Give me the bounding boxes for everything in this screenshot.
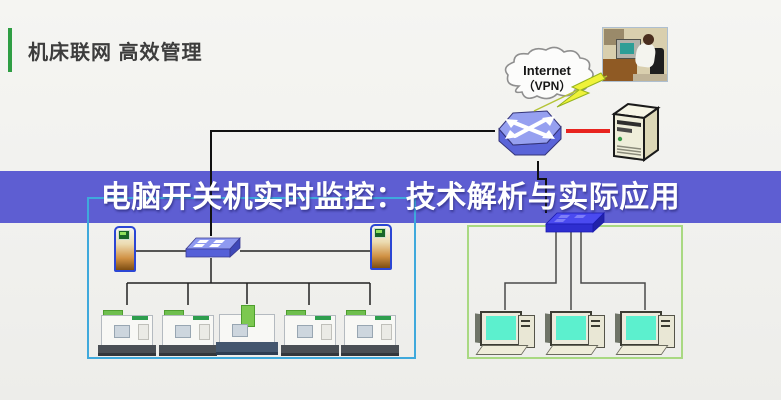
switch-front (185, 248, 231, 258)
cloud-label-line1: Internet (523, 63, 571, 78)
pc-screen (626, 316, 656, 340)
cloud-label-line2: （VPN） (523, 78, 572, 93)
cnc-machine-icon (159, 306, 217, 356)
internet-vpn-cloud-icon: Internet （VPN） (504, 46, 594, 100)
workstation-pc-icon (475, 309, 535, 355)
kiosk-terminal-icon (114, 226, 136, 272)
pc-monitor (480, 311, 522, 346)
banner-title: 电脑开关机实时监控：技术解析与实际应用 (100, 181, 681, 214)
switch-front (545, 223, 594, 233)
cnc-machine-icon (341, 306, 399, 356)
pc-tower (518, 315, 535, 348)
kiosk-screen (374, 228, 386, 238)
link-office-pc3 (580, 231, 646, 310)
pc-screen (486, 316, 516, 340)
kiosk-terminal-icon (370, 224, 392, 270)
photo-person-head (643, 34, 654, 45)
pc-tower (588, 315, 605, 348)
server-side-face (643, 106, 659, 162)
cnc-machine-center-icon (216, 305, 278, 355)
operator-photo (602, 27, 668, 82)
cnc-machine-icon (98, 306, 156, 356)
cnc-machine-icon (281, 306, 339, 356)
kiosk-screen (118, 230, 130, 240)
workshop-switch-icon (185, 236, 241, 258)
monitoring-server-icon (611, 102, 661, 162)
server-drive-slot-1 (617, 120, 641, 127)
pc-screen (556, 316, 586, 340)
pc-keyboard (545, 345, 599, 355)
machine-drop-lines (126, 283, 371, 305)
photo-monitor-screen (620, 43, 634, 54)
pc-keyboard (615, 345, 669, 355)
server-drive-slot-2 (617, 127, 632, 133)
pc-keyboard (475, 345, 529, 355)
pc-monitor (550, 311, 592, 346)
pc-tower (658, 315, 675, 348)
header-accent-bar (8, 28, 12, 72)
router-arrows (513, 118, 547, 138)
core-router-icon (498, 110, 562, 156)
photo-desk (603, 59, 637, 81)
photo-floor (633, 74, 667, 81)
server-vents (616, 145, 642, 156)
server-power-led (617, 136, 623, 142)
workstation-pc-icon (615, 309, 675, 355)
pc-monitor (620, 311, 662, 346)
page-title: 机床联网 高效管理 (28, 42, 203, 64)
workstation-pc-icon (545, 309, 605, 355)
link-office-pc1 (504, 231, 557, 310)
